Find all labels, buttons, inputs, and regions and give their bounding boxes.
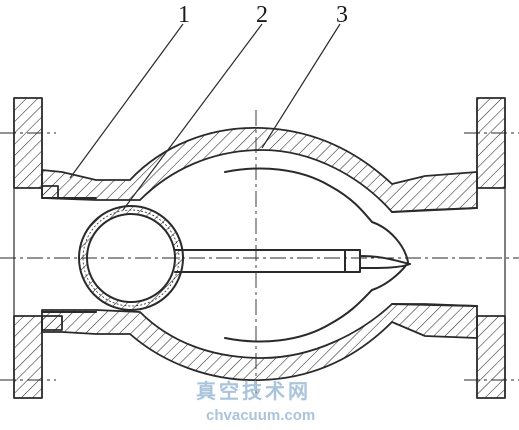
left-flange-bottom <box>13 315 43 399</box>
callout-number-2: 2 <box>256 2 268 28</box>
right-flange <box>476 97 506 399</box>
valve-body-lower-wall <box>41 303 478 381</box>
watermark-url: chvacuum.com <box>206 407 315 424</box>
seat-ring-lower <box>41 315 63 331</box>
left-flange-top <box>13 97 43 189</box>
watermark-chinese: 真空技术网 <box>196 379 311 403</box>
leader-line-1 <box>69 23 184 179</box>
ball-guide <box>174 167 411 343</box>
right-flange-top <box>476 97 506 189</box>
leader-line-3 <box>261 23 341 149</box>
callout-number-3: 3 <box>336 2 348 28</box>
callout-number-1: 1 <box>178 2 190 28</box>
leader-line-2 <box>122 23 263 211</box>
valve-body-upper-wall <box>41 127 478 213</box>
seat-ring-upper <box>41 185 59 199</box>
left-flange <box>13 97 43 399</box>
right-flange-bottom <box>476 315 506 399</box>
